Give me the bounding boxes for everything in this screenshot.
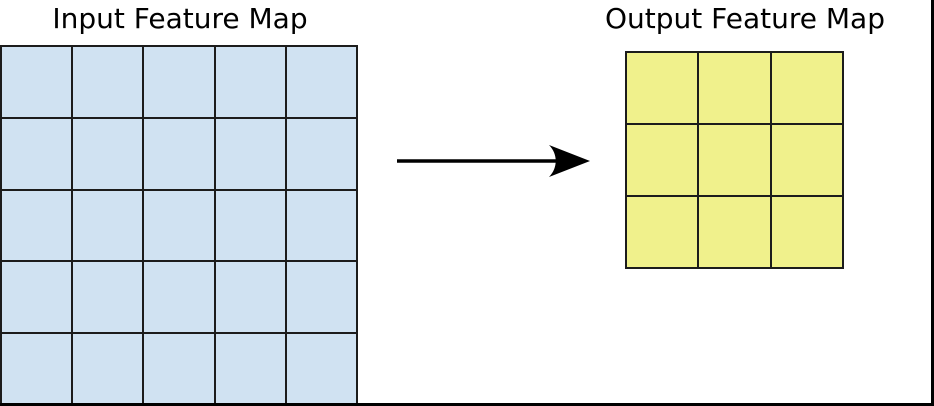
grid-cell	[144, 118, 214, 189]
grid-cell	[2, 262, 72, 333]
arrow-head	[549, 145, 590, 177]
grid-cell	[215, 334, 285, 403]
arrow-right-icon	[397, 145, 590, 177]
grid-cell	[144, 334, 214, 403]
grid-cell	[771, 125, 842, 195]
grid-cell	[286, 190, 356, 261]
input-feature-map-grid	[0, 45, 358, 403]
grid-cell	[699, 53, 770, 123]
grid-cell	[73, 47, 143, 117]
grid-cell	[286, 334, 356, 403]
grid-cell	[699, 125, 770, 195]
grid-cell	[215, 190, 285, 261]
grid-cell	[215, 47, 285, 117]
grid-cell	[627, 53, 698, 123]
grid-cell	[699, 197, 770, 267]
grid-cell	[144, 190, 214, 261]
grid-cell	[73, 262, 143, 333]
grid-cell	[286, 262, 356, 333]
grid-cell	[2, 334, 72, 403]
grid-cell	[73, 190, 143, 261]
grid-cell	[215, 118, 285, 189]
grid-cell	[215, 262, 285, 333]
grid-cell	[73, 118, 143, 189]
grid-cell	[73, 334, 143, 403]
output-feature-map-title: Output Feature Map	[605, 2, 885, 35]
grid-cell	[144, 47, 214, 117]
output-feature-map-grid	[625, 51, 844, 269]
grid-cell	[771, 197, 842, 267]
grid-cell	[627, 125, 698, 195]
input-feature-map-title: Input Feature Map	[52, 2, 308, 35]
grid-cell	[771, 53, 842, 123]
grid-cell	[2, 190, 72, 261]
grid-cell	[144, 262, 214, 333]
grid-cell	[286, 47, 356, 117]
grid-cell	[2, 118, 72, 189]
grid-cell	[2, 47, 72, 117]
grid-cell	[286, 118, 356, 189]
grid-cell	[627, 197, 698, 267]
